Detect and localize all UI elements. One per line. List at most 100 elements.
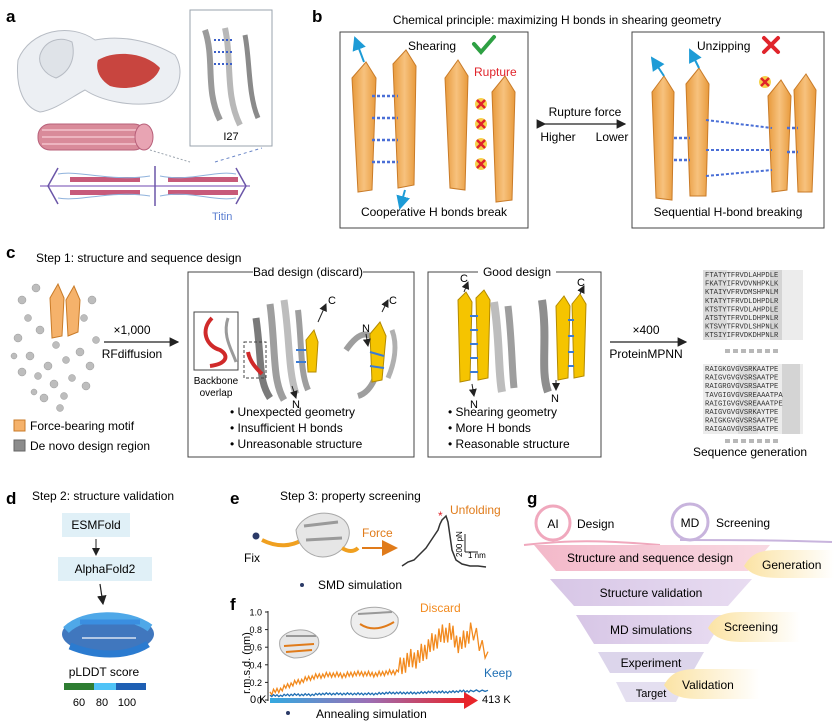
sequence-line: RAIGVGVGVSRKAYTPE xyxy=(705,409,778,417)
panel-f-letter: f xyxy=(230,595,236,614)
temperature-gradient-bar xyxy=(270,698,466,703)
sequence-ellipsis-bottom xyxy=(725,439,778,443)
sequence-line: ATSTYTFRVDLDHPNLR xyxy=(705,315,779,323)
colorbar-segment-mid xyxy=(94,683,116,690)
sequence-line: KTSTYTFRVDLAHPDLE xyxy=(705,306,778,314)
esmfold-box xyxy=(62,513,130,537)
shearing-strand-pair xyxy=(351,36,417,210)
good1-n-terminus: N xyxy=(470,399,478,411)
inset-structure-left xyxy=(279,629,320,659)
check-icon xyxy=(472,35,496,56)
md-screening-badge: MD Screening xyxy=(670,502,833,543)
panel-f: f r.m.s.d. (nm) 00.20.40.60.81.0 Discard… xyxy=(230,595,512,721)
ai-design-badge: AI Design xyxy=(523,504,661,546)
y-tick-labels: 00.20.40.60.81.0 xyxy=(249,608,268,706)
annealing-bullet xyxy=(286,711,290,715)
sequence-line: KTATYTFRVDLDHPDLR xyxy=(705,298,779,306)
panel-b: b Chemical principle: maximizing H bonds… xyxy=(312,7,825,229)
funnel-label-1: Structure and sequence design xyxy=(567,551,733,565)
fix-label: Fix xyxy=(244,551,260,565)
smd-protein xyxy=(261,512,360,558)
left-caption: Cooperative H bonds break xyxy=(361,205,508,219)
funnel-label-3: MD simulations xyxy=(610,623,692,637)
colorbar-tick-80: 80 xyxy=(96,697,108,709)
sequence-list-bottom: RAIGKGVGVSRKAATPERAIGVGVGVSRSAATPERAIGRG… xyxy=(705,366,783,434)
bad-design-title: Bad design (discard) xyxy=(253,265,363,279)
panel-c-step-title: Step 1: structure and sequence design xyxy=(36,251,241,265)
tag-screening: Screening xyxy=(708,612,800,642)
series-line-discard xyxy=(269,622,489,697)
bad-bullet-2: • Insufficient H bonds xyxy=(230,421,343,435)
panel-c: c Step 1: structure and sequence design … xyxy=(6,243,807,459)
good2-c-terminus: C xyxy=(577,277,585,289)
inset-label-line1: Backbone xyxy=(194,376,239,387)
panel-b-title: Chemical principle: maximizing H bonds i… xyxy=(393,13,721,27)
sequence-line: FTATYTFRVDLAHPDLE xyxy=(705,272,778,280)
temp-end: 413 K xyxy=(482,694,511,706)
sequence-line: KTSIYIFRVDKDHPNLR xyxy=(705,332,779,340)
colorbar-segment-high xyxy=(116,683,146,690)
panel-e: e Step 3: property screening Fix Force *… xyxy=(230,489,501,592)
rupture-force-label: Rupture force xyxy=(549,105,622,119)
tag-generation-label: Generation xyxy=(762,558,821,572)
ai-label: AI xyxy=(547,517,558,531)
discard-label: Discard xyxy=(420,601,461,615)
legend-swatch-motif xyxy=(13,419,26,432)
good-bullet-3: • Reasonable structure xyxy=(448,437,570,451)
i27-inset: I27 xyxy=(189,9,273,147)
legend-swatch-denovo xyxy=(13,439,26,452)
rupture-strand-pair: Rupture xyxy=(444,59,517,203)
funnel-level-3 xyxy=(576,615,726,644)
funnel-level-2 xyxy=(550,579,752,606)
sequence-ellipsis-top xyxy=(725,349,778,353)
keep-label: Keep xyxy=(484,666,512,680)
titin-label: Titin xyxy=(212,211,232,223)
rupture-label: Rupture xyxy=(474,65,517,79)
tag-generation: Generation xyxy=(744,550,834,578)
screening-label: Screening xyxy=(716,516,770,530)
funnel-label-4: Experiment xyxy=(621,656,682,670)
panel-a-letter: a xyxy=(6,7,16,26)
bad-bullet-3: • Unreasonable structure xyxy=(230,437,363,451)
unfolding-star: * xyxy=(438,509,443,523)
shearing-label: Shearing xyxy=(408,39,456,53)
unfolding-label: Unfolding xyxy=(450,503,501,517)
sequence-line: FKATYIFRVDVNHPKLK xyxy=(705,281,779,289)
bad-bullet-1: • Unexpected geometry xyxy=(230,405,355,419)
funnel-level-4 xyxy=(598,652,704,673)
sequence-line: RAIGKGVGVSRKAATPE xyxy=(705,366,778,374)
rmsd-plot xyxy=(269,622,489,698)
bad1-c-terminus: C xyxy=(328,295,336,307)
design-label: Design xyxy=(577,517,614,531)
good2-n-terminus: N xyxy=(551,393,559,405)
y-tick-label: 0 xyxy=(257,696,262,706)
ylabel: r.m.s.d. (nm) xyxy=(241,632,253,694)
sequence-line: RAIGRGVGVSRSAATPE xyxy=(705,383,778,391)
colorbar-tick-100: 100 xyxy=(118,697,136,709)
funnel-level-1 xyxy=(534,545,770,571)
panel-g-letter: g xyxy=(527,489,537,508)
annealing-method-label: Annealing simulation xyxy=(316,707,427,721)
bad2-n-terminus: N xyxy=(362,323,370,335)
y-tick-label: 0.6 xyxy=(249,643,262,653)
tag-validation: Validation xyxy=(664,669,760,699)
sequence-block-bottom xyxy=(703,364,803,434)
panel-d-step-title: Step 2: structure validation xyxy=(32,489,174,503)
smd-bullet xyxy=(300,583,304,587)
temp-start: 0 K xyxy=(250,694,267,706)
y-tick-label: 0.8 xyxy=(249,625,262,635)
funnel-label-5: Target xyxy=(636,688,667,700)
y-tick-label: 0.4 xyxy=(249,660,262,670)
arrow2-tool: ProteinMPNN xyxy=(609,347,682,361)
good-bullet-1: • Shearing geometry xyxy=(448,405,557,419)
panel-e-step-title: Step 3: property screening xyxy=(280,489,421,503)
good-bullet-2: • More H bonds xyxy=(448,421,531,435)
sequence-list-top: FTATYTFRVDLAHPDLEFKATYIFRVDVNHPKLKKTAIYV… xyxy=(705,272,779,340)
force-extension-trace xyxy=(401,514,487,568)
sequence-line: RAIGAGVGVSRSAATPE xyxy=(705,426,778,434)
colorbar-segment-low xyxy=(64,683,94,690)
panel-d-letter: d xyxy=(6,489,16,508)
colorbar-title: pLDDT score xyxy=(69,665,140,679)
legend-label-denovo: De novo design region xyxy=(30,439,150,453)
sequence-line: RAIGVGVGVSRSAATPE xyxy=(705,375,778,383)
